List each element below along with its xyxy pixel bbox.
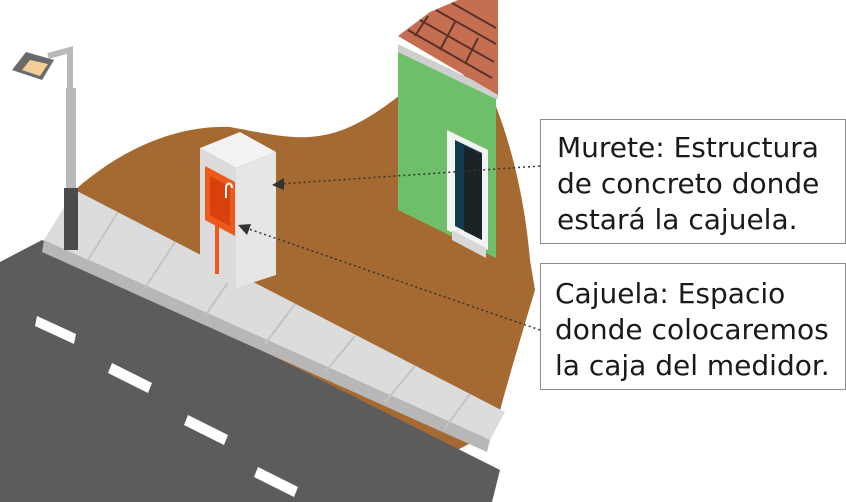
lane-marking [35,316,298,497]
callout-cajuela-line: la caja del medidor. [555,349,830,382]
lamp-post [66,88,76,248]
sidewalk [44,190,505,440]
lamp-light [22,60,48,76]
callout-cajuela-line: donde colocaremos [555,313,829,346]
arrow-murete-icon [272,178,284,190]
roof-tile-lines [407,2,497,79]
door-step [452,230,486,258]
callout-cajuela-line: Cajuela: Espacio [555,277,786,310]
arrow-cajuela-icon [238,224,251,235]
murete-side [236,152,276,288]
house [398,0,498,258]
callout-murete-line: Murete: Estructura [557,131,819,164]
callout-murete: Murete: Estructura de concreto donde est… [540,119,846,244]
curb [42,240,490,452]
murete [200,132,276,288]
door-shadow [464,146,482,240]
lamp-arm [47,46,73,88]
callout-cajuela: Cajuela: Espacio donde colocaremos la ca… [540,263,846,390]
murete-top [200,132,276,168]
leader-murete [279,165,541,185]
road [0,240,500,502]
street-lamp [12,46,78,250]
meter-hook-icon [225,182,233,198]
lamp-post-base [64,188,78,250]
leader-cajuela [245,227,541,331]
leader-lines [245,165,541,331]
house-cornice [398,44,498,100]
cajuela-conduit [215,224,219,274]
callout-murete-line: de concreto donde [557,167,820,200]
callout-murete-line: estará la cajuela. [557,203,798,236]
